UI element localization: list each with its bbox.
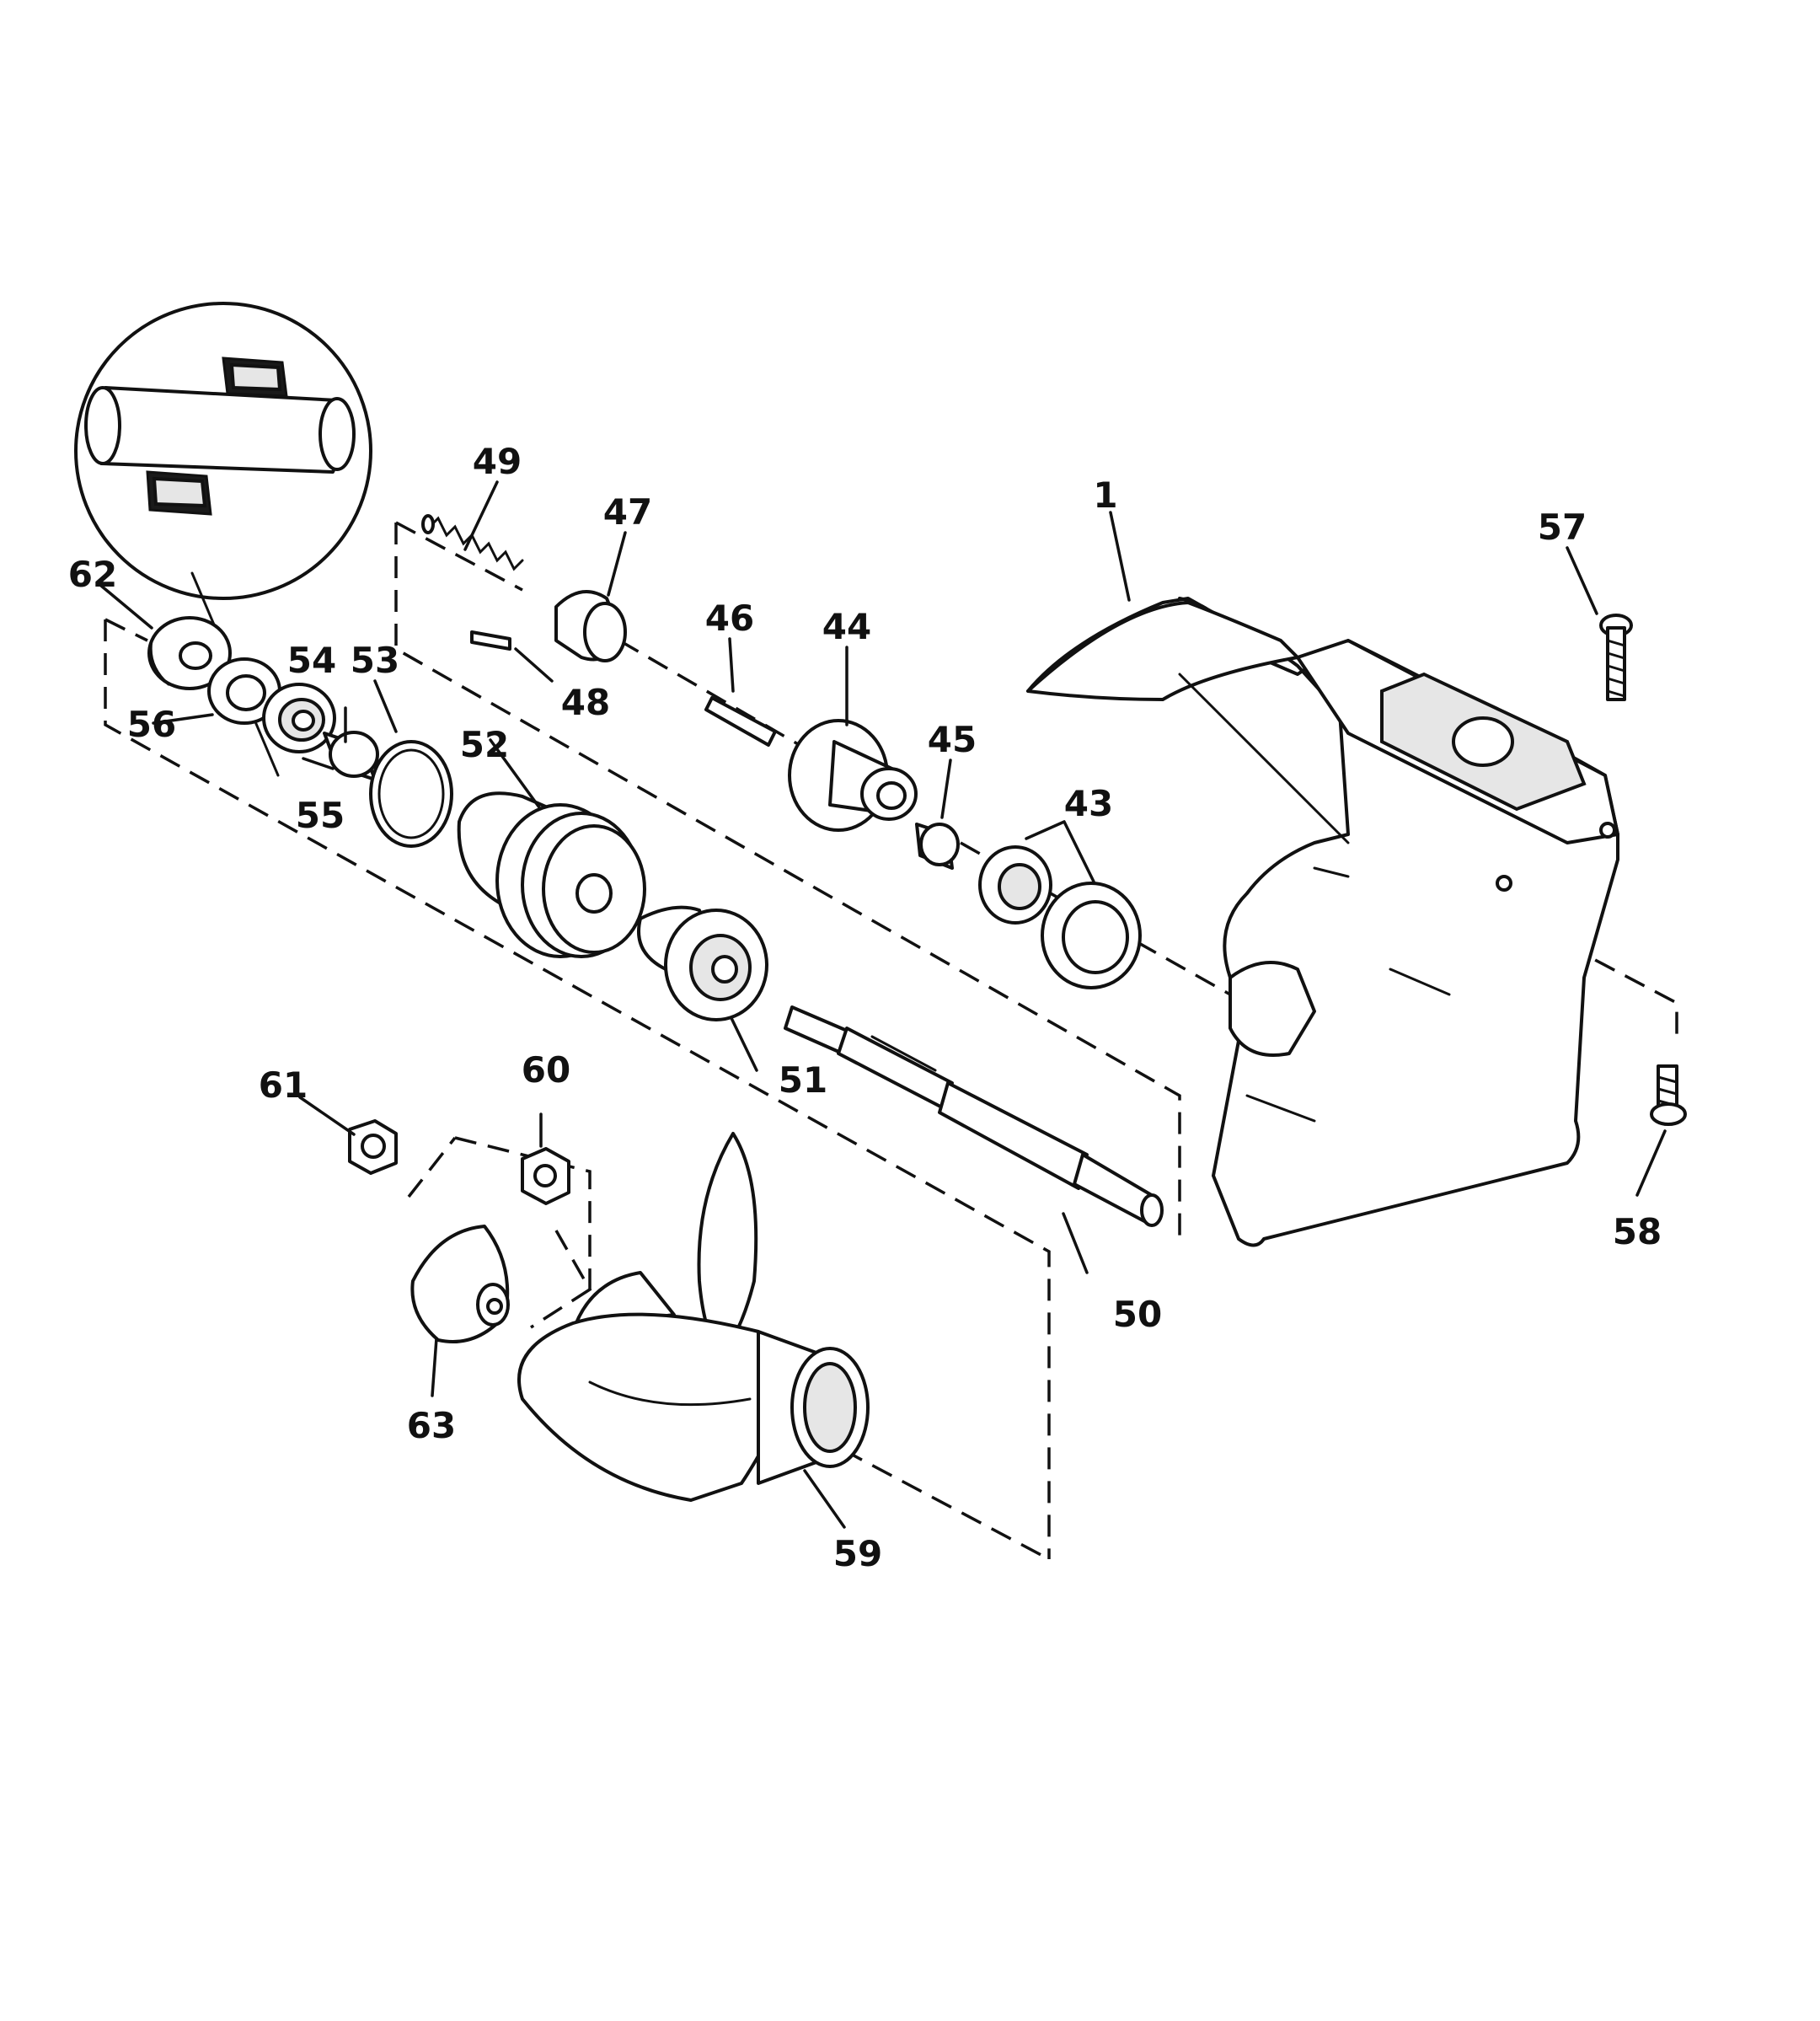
part-50-propeller-shaft bbox=[784, 1005, 1164, 1227]
callout-56: 56 bbox=[127, 704, 176, 745]
part-61-nut bbox=[348, 1119, 398, 1175]
callout-47: 47 bbox=[603, 491, 652, 533]
callout-53: 53 bbox=[351, 640, 399, 681]
callout-59: 59 bbox=[833, 1533, 882, 1574]
callout-57: 57 bbox=[1538, 507, 1587, 548]
callout-60: 60 bbox=[522, 1049, 570, 1091]
callout-52: 52 bbox=[460, 724, 509, 765]
part-62-thrust-hub bbox=[147, 616, 232, 690]
bearing-detail-inset bbox=[74, 302, 372, 777]
part-58-screw bbox=[1650, 1064, 1687, 1126]
part-1-gear-housing bbox=[1026, 597, 1619, 1247]
part-51-reverse-gear bbox=[637, 905, 768, 1021]
part-46-pin bbox=[704, 696, 777, 747]
callout-46: 46 bbox=[705, 598, 754, 639]
part-57-screw bbox=[1599, 614, 1633, 701]
callout-58: 58 bbox=[1613, 1211, 1662, 1252]
part-59-propeller bbox=[517, 1132, 870, 1502]
callout-43: 43 bbox=[1064, 783, 1113, 824]
part-45-sleeve bbox=[915, 823, 960, 870]
leader-lines bbox=[99, 480, 1667, 1529]
callout-63: 63 bbox=[407, 1405, 456, 1446]
callout-55: 55 bbox=[296, 795, 345, 836]
part-55-ball-bearing bbox=[262, 683, 336, 753]
callout-62: 62 bbox=[68, 554, 117, 595]
part-63-propeller-cone bbox=[410, 1225, 510, 1343]
callout-49: 49 bbox=[473, 441, 522, 482]
callout-45: 45 bbox=[928, 719, 977, 760]
part-49-spring bbox=[421, 514, 524, 571]
part-54-spacer bbox=[323, 731, 379, 781]
part-53-o-ring bbox=[369, 740, 453, 848]
part-47-clutch bbox=[554, 590, 627, 662]
part-60-locknut bbox=[521, 1147, 570, 1205]
callout-61: 61 bbox=[259, 1064, 308, 1106]
callout-labels: 1 57 49 47 46 44 45 43 48 52 53 54 55 56… bbox=[68, 441, 1662, 1574]
callout-50: 50 bbox=[1113, 1294, 1162, 1335]
callout-54: 54 bbox=[287, 640, 336, 681]
callout-1: 1 bbox=[1093, 474, 1117, 516]
part-48-cross-pin bbox=[470, 630, 511, 651]
part-52-bearing-carrier bbox=[457, 791, 646, 958]
callout-44: 44 bbox=[822, 606, 871, 647]
callout-51: 51 bbox=[779, 1059, 827, 1101]
part-43-tapered-bearing bbox=[978, 845, 1142, 989]
part-44-forward-gear bbox=[788, 719, 918, 832]
callout-48: 48 bbox=[561, 682, 610, 723]
